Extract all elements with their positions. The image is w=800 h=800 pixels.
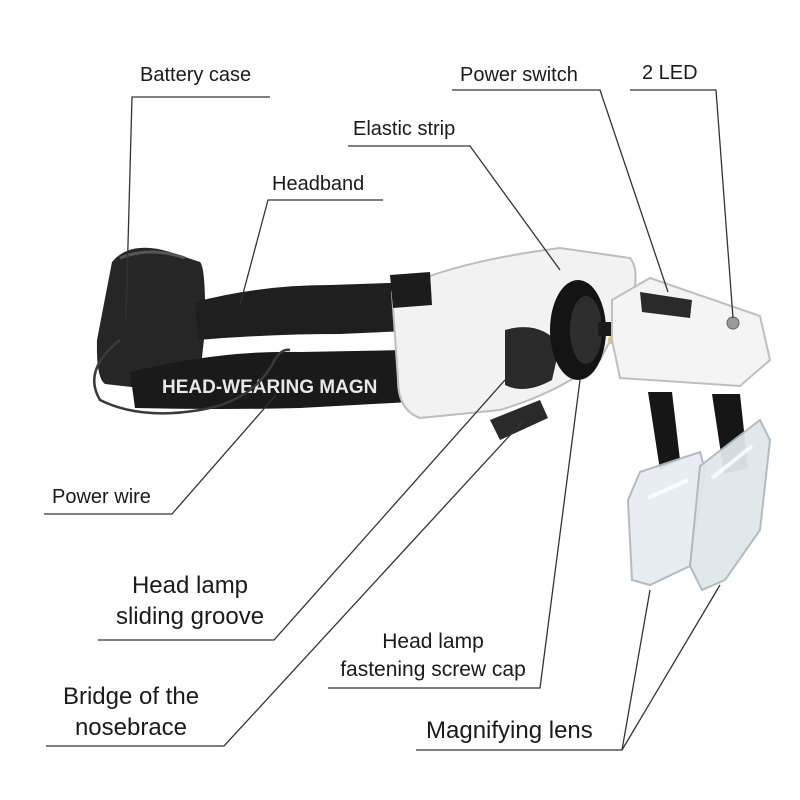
leader-lens-2 [621, 584, 721, 751]
power-wire-shape [92, 339, 291, 415]
headband-lower-shape [130, 350, 410, 409]
leader-lines [44, 89, 734, 751]
leader-battery-case [125, 96, 270, 319]
leader-power-wire [44, 394, 277, 515]
label-power-switch: Power switch [460, 64, 578, 86]
label-bridge-nosebrace: Bridge of the nosebrace [62, 683, 200, 741]
label-magnifying-lens: Magnifying lens [426, 717, 593, 744]
leader-headband [239, 199, 383, 306]
battery-case-shape [96, 247, 206, 388]
leader-led [630, 89, 734, 319]
leader-screw-cap [328, 379, 581, 689]
lamp-head-shape [611, 276, 772, 388]
leader-sliding-groove [98, 379, 506, 641]
label-sliding-groove: Head lamp sliding groove [115, 572, 265, 630]
leader-bridge [46, 419, 525, 747]
label-elastic-strip: Elastic strip [353, 118, 456, 140]
screw-cap-shape [550, 280, 626, 380]
leader-power-switch [452, 89, 669, 293]
label-headband: Headband [272, 173, 365, 195]
label-screw-cap: Head lamp fastening screw cap [340, 630, 526, 681]
headband-print-text: HEAD-WEARING MAGN [162, 377, 377, 398]
label-power-wire: Power wire [52, 486, 151, 508]
leader-elastic-strip [348, 145, 561, 271]
label-battery-case: Battery case [140, 64, 252, 86]
headband-upper-shape [195, 282, 430, 340]
label-2-led: 2 LED [642, 62, 698, 84]
magnifying-lens-shape [626, 418, 772, 592]
